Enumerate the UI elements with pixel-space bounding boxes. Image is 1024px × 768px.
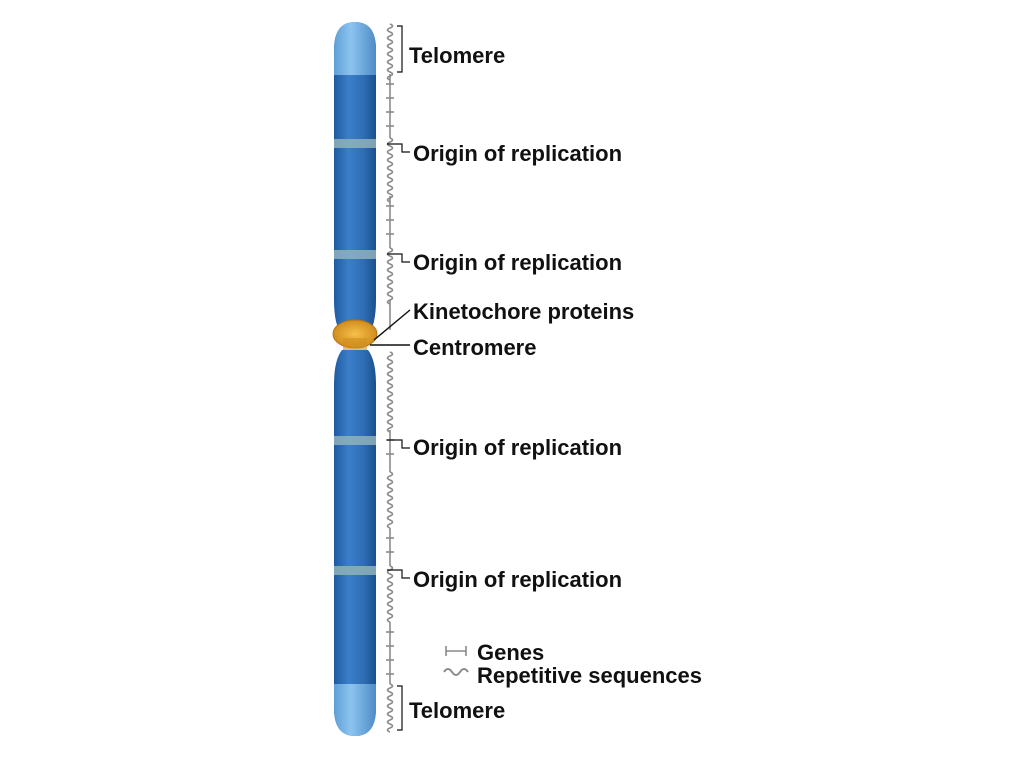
- chromosome-lower-arm: [334, 350, 376, 736]
- legend-genes: Genes: [477, 640, 545, 665]
- origin-band-3: [334, 436, 376, 445]
- repetitive-sequence-segment: [386, 683, 394, 733]
- label-origin-1: Origin of replication: [413, 141, 623, 166]
- telomere-bracket-top: [397, 25, 403, 73]
- origin-band-2: [334, 250, 376, 259]
- origin-leader-3: [387, 439, 410, 449]
- label-origin-4: Origin of replication: [413, 567, 623, 592]
- origin-band-1: [334, 139, 376, 148]
- dna-strand: [386, 23, 394, 733]
- repetitive-sequence-segment: [386, 247, 394, 305]
- origin-leader-1: [387, 143, 410, 153]
- label-origin-3: Origin of replication: [413, 435, 623, 460]
- telomere-cap-top: [334, 22, 376, 75]
- legend-repetitive: Repetitive sequences: [477, 663, 702, 688]
- label-telomere-bottom: Telomere: [409, 698, 506, 723]
- repetitive-sequence-segment: [386, 565, 394, 623]
- origin-leader-4: [387, 569, 410, 579]
- origin-band-4: [334, 566, 376, 575]
- kinetochore-leader: [373, 309, 411, 341]
- label-telomere-top: Telomere: [409, 43, 506, 68]
- label-kinetochore: Kinetochore proteins: [413, 299, 635, 324]
- telomere-bracket-bottom: [397, 685, 403, 731]
- wavy-sequence-icon: [443, 668, 469, 676]
- label-centromere: Centromere: [413, 335, 537, 360]
- repetitive-sequence-segment: [386, 351, 394, 433]
- repetitive-sequence-segment: [386, 471, 394, 529]
- repetitive-sequence-segment: [386, 137, 394, 203]
- centromere-constriction: [343, 338, 367, 350]
- telomere-cap-bottom: [334, 684, 376, 736]
- repetitive-sequence-segment: [386, 23, 394, 81]
- label-origin-2: Origin of replication: [413, 250, 623, 275]
- origin-leader-2: [387, 253, 410, 263]
- gene-tick-icon: [445, 646, 467, 656]
